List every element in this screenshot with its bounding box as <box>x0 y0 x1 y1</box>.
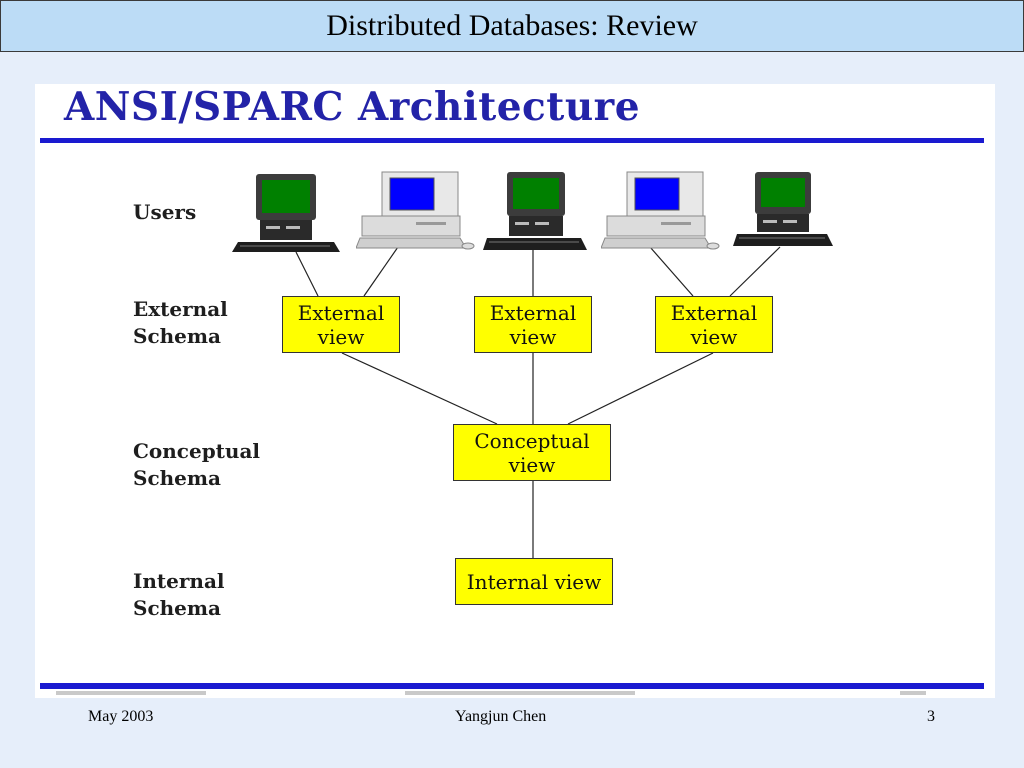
internal-view-box: Internal view <box>455 558 613 605</box>
faint-footer-strip <box>56 691 206 695</box>
connector-line <box>649 246 694 297</box>
bottom-rule <box>40 683 984 689</box>
desktop-computer-icon <box>232 174 340 252</box>
desktop-computer-icon <box>733 172 833 246</box>
faint-footer-strip <box>405 691 635 695</box>
footer-author: Yangjun Chen <box>455 708 547 725</box>
slide-title: Distributed Databases: Review <box>326 9 698 42</box>
diagram-heading: ANSI/SPARC Architecture <box>64 84 641 130</box>
internal-schema-label: Internal Schema <box>133 569 225 620</box>
external-view-box: External view <box>655 296 773 353</box>
connector-line <box>295 251 319 297</box>
faint-footer-strip <box>900 691 926 695</box>
connector-line <box>341 352 498 425</box>
page-number: 3 <box>927 708 935 725</box>
external-view-box: External view <box>474 296 592 353</box>
desktop-computer-icon <box>356 171 475 250</box>
heading-rule <box>40 138 984 143</box>
conceptual-view-box: Conceptual view <box>453 424 611 481</box>
connector-line <box>363 246 399 297</box>
connector-line <box>729 246 781 297</box>
slide-title-bar: Distributed Databases: Review <box>0 0 1024 52</box>
external-schema-label: External Schema <box>133 297 228 348</box>
conceptual-schema-label: Conceptual Schema <box>133 439 261 490</box>
desktop-computer-icon <box>483 172 587 250</box>
footer-date: May 2003 <box>88 708 154 725</box>
desktop-computer-icon <box>601 171 720 250</box>
external-view-box: External view <box>282 296 400 353</box>
connector-line <box>567 352 714 425</box>
users-label: Users <box>133 200 197 224</box>
